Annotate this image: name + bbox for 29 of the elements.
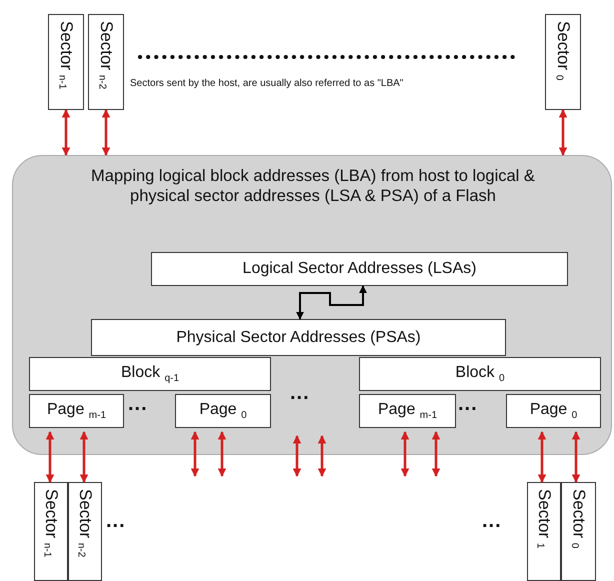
ellipsis: ... (128, 393, 148, 416)
double-arrow (218, 431, 226, 477)
mapping-panel (12, 155, 612, 455)
block-box: Block $_{q-1}$ (29, 357, 271, 391)
double-arrow (296, 285, 367, 320)
block-box: Block $_{0}$ (359, 357, 601, 391)
page-box: Page $_{m-1}$ (359, 394, 456, 428)
double-arrow (62, 109, 70, 156)
double-arrow (538, 431, 546, 483)
double-arrow (102, 109, 110, 156)
page-box: Page $_{0}$ (506, 394, 601, 428)
ellipsis: ... (458, 393, 478, 416)
double-arrow (46, 431, 54, 483)
double-arrow (558, 109, 568, 156)
ellipsis: ... (482, 510, 502, 533)
double-arrow (432, 431, 440, 477)
double-arrow (292, 435, 302, 477)
double-arrow (190, 431, 200, 477)
address-box: Physical Sector Addresses (PSAs) (91, 319, 506, 356)
double-arrow (80, 431, 88, 483)
double-arrow (572, 431, 580, 483)
double-arrow (400, 431, 410, 477)
ellipsis: ... (290, 382, 310, 405)
panel-title: Mapping logical block addresses (LBA) from host to logical & physical sector addresses (LSA & PSA) of a Flash (90, 166, 536, 206)
page-box: Page $_{m-1}$ (29, 394, 124, 428)
address-box: Logical Sector Addresses (LSAs) (151, 252, 568, 286)
ellipsis: ... (106, 510, 126, 533)
double-arrow (318, 435, 326, 477)
page-box: Page $_{0}$ (175, 394, 271, 428)
